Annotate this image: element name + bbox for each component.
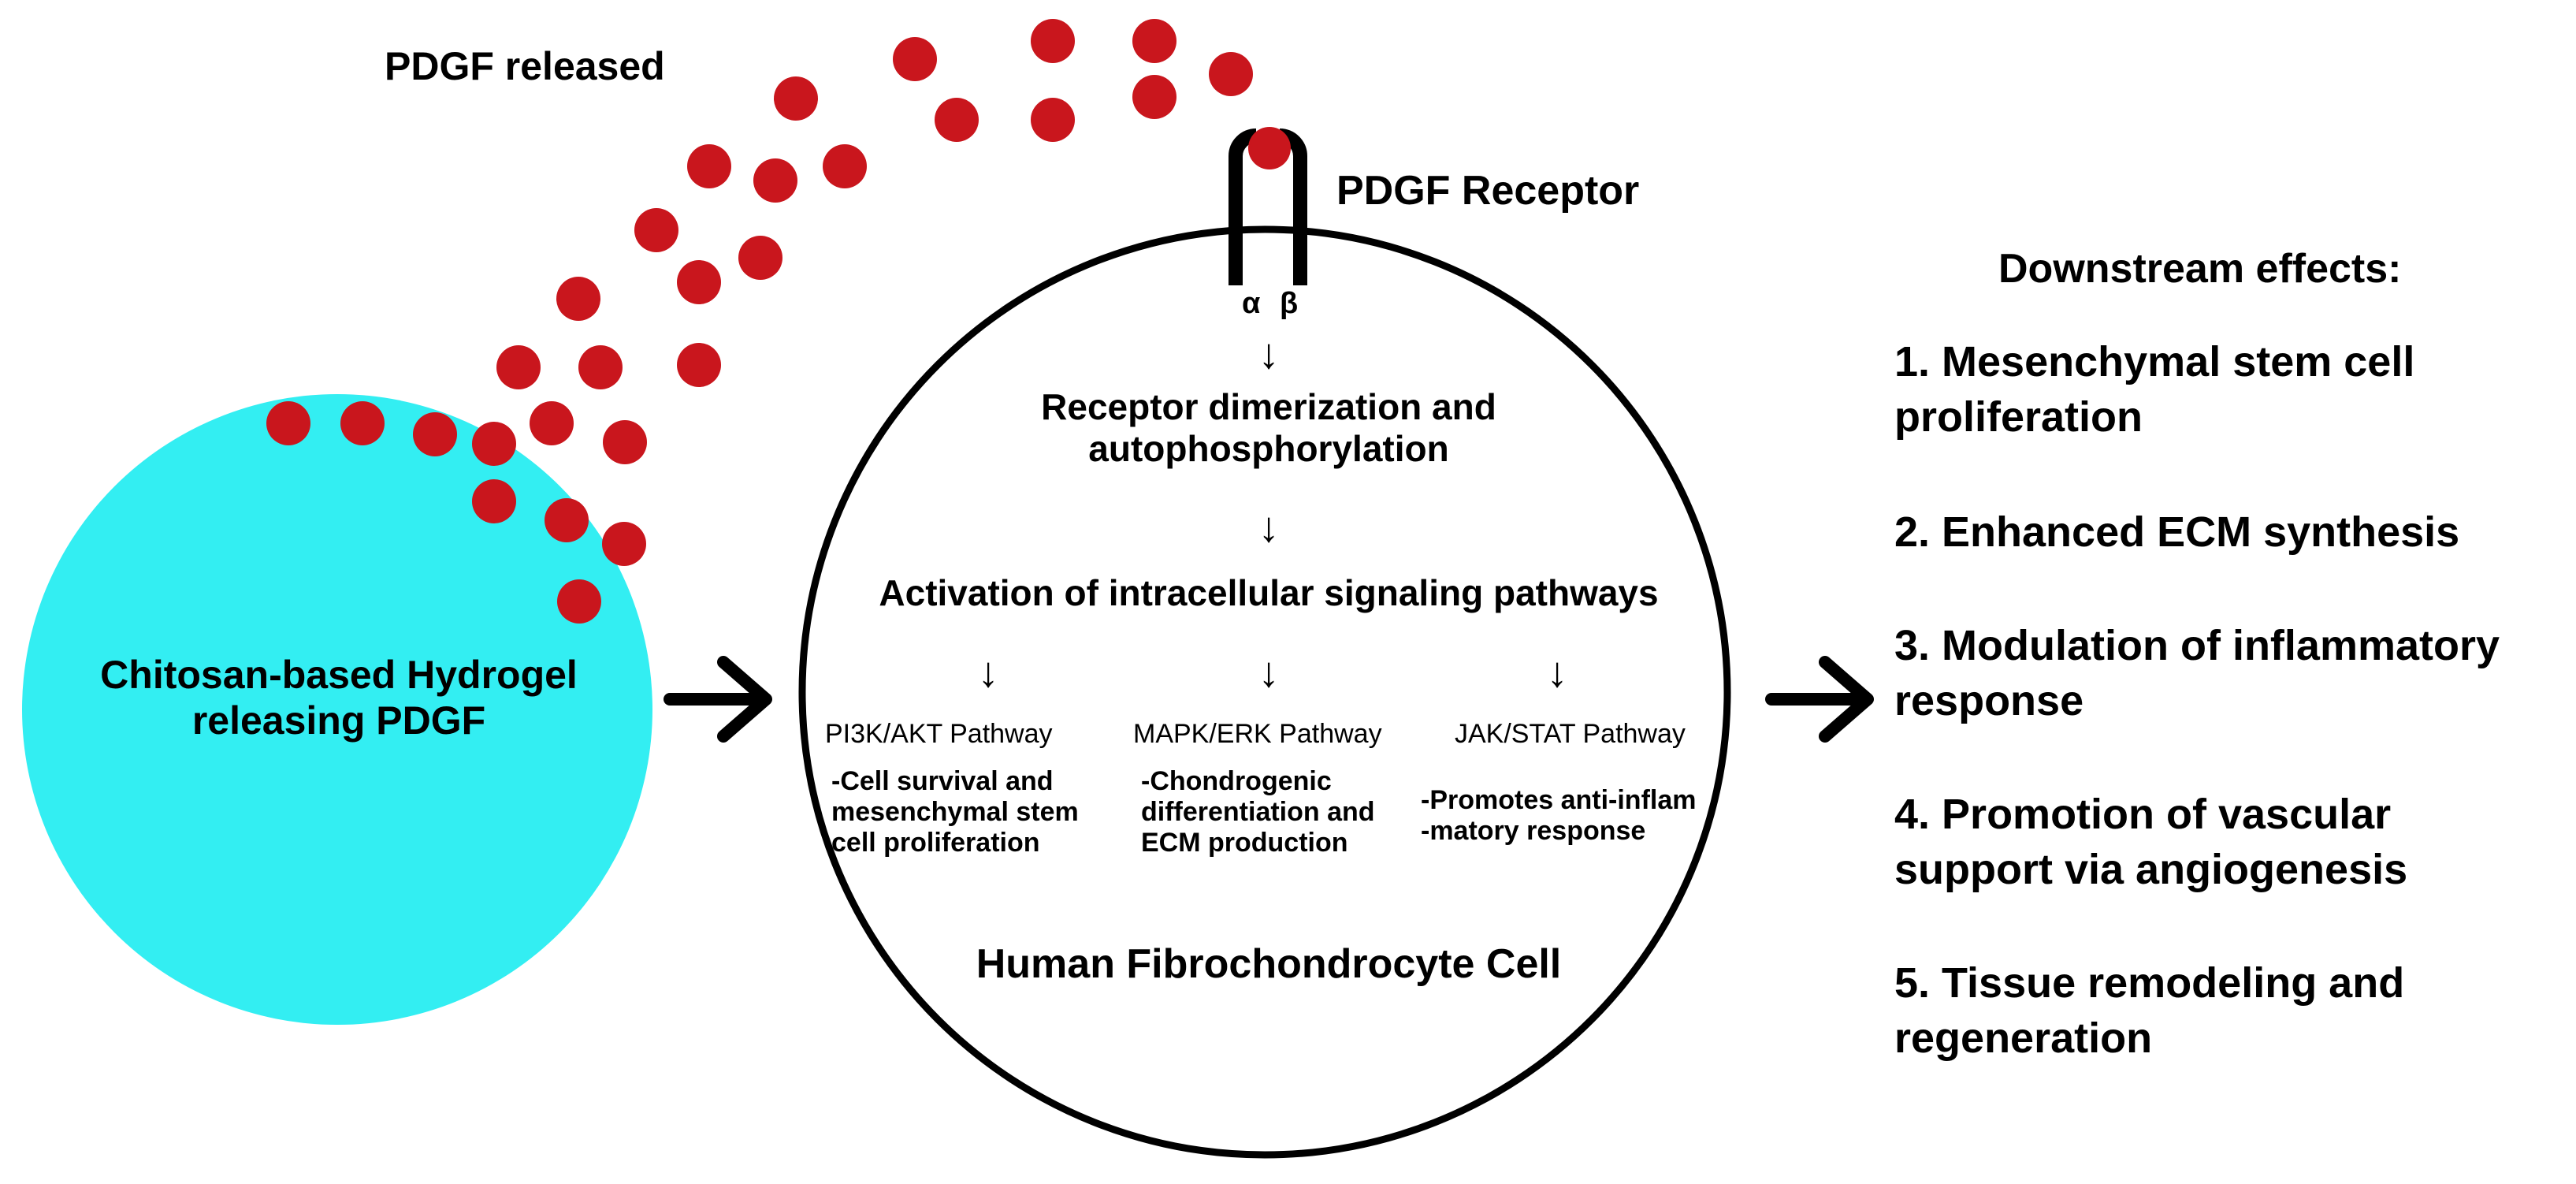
pdgf-particle — [1132, 75, 1176, 119]
pathway-desc-line: -Cell survival and — [831, 766, 1054, 796]
pdgf-particle — [413, 412, 457, 456]
down-arrow: ↓ — [1546, 649, 1568, 696]
pdgf-particle — [1031, 98, 1075, 142]
downstream-item-line: 5. Tissue remodeling and — [1894, 959, 2405, 1007]
pdgf-particle — [603, 420, 647, 464]
hydrogel-label-line1: Chitosan-based Hydrogel — [100, 653, 578, 697]
pathway-desc-line: differentiation and — [1141, 797, 1375, 828]
pdgf-particle — [472, 422, 516, 466]
downstream-item-line: 4. Promotion of vascular — [1894, 791, 2392, 838]
pdgf-particle — [602, 522, 646, 566]
pathway-desc-line: -Chondrogenic — [1141, 766, 1332, 796]
step-receptor-dimerization: Receptor dimerization and autophosphoryl… — [875, 386, 1663, 470]
pdgf-particle — [1209, 52, 1253, 96]
pathway-desc-line: mesenchymal stem — [831, 797, 1079, 828]
pdgf-particle — [893, 37, 937, 81]
bound-pdgf-particle — [1248, 127, 1291, 169]
pathway-desc-jak-stat: -Promotes anti-inflam -matory response — [1421, 785, 1696, 847]
downstream-heading: Downstream effects: — [1998, 246, 2402, 292]
pdgf-particle — [1132, 19, 1176, 63]
down-arrow: ↓ — [1258, 504, 1280, 551]
downstream-item-line: 1. Mesenchymal stem cell — [1894, 338, 2415, 385]
pdgf-particle — [530, 401, 574, 445]
down-arrow: ↓ — [977, 649, 999, 696]
pathway-title-mapk-erk: MAPK/ERK Pathway — [1133, 719, 1382, 749]
beta-subunit-label: β — [1280, 287, 1299, 320]
downstream-item-2: 2. Enhanced ECM synthesis — [1894, 505, 2459, 560]
pdgf-receptor-icon — [1229, 127, 1307, 285]
pdgf-particle — [738, 236, 782, 280]
down-arrow: ↓ — [1258, 330, 1280, 378]
flow-arrow-hydrogel-to-cell — [664, 656, 772, 743]
hydrogel-sphere — [22, 394, 652, 1025]
downstream-item-3: 3. Modulation of inflammatory response — [1894, 618, 2500, 728]
pdgf-particle — [774, 76, 818, 121]
step-pathway-activation: Activation of intracellular signaling pa… — [879, 572, 1659, 613]
downstream-item-line: response — [1894, 677, 2084, 725]
downstream-item-line: 3. Modulation of inflammatory — [1894, 622, 2500, 669]
pdgf-particle — [935, 98, 979, 142]
down-arrow: ↓ — [1258, 649, 1280, 696]
pdgf-particle — [823, 144, 867, 188]
downstream-item-1: 1. Mesenchymal stem cell proliferation — [1894, 334, 2414, 445]
pdgf-receptor-label: PDGF Receptor — [1336, 168, 1640, 214]
pdgf-particle — [557, 579, 601, 624]
pdgf-particle — [545, 498, 589, 542]
hydrogel-label-line2: releasing PDGF — [191, 698, 486, 743]
pdgf-particle — [677, 260, 721, 304]
downstream-item-line: support via angiogenesis — [1894, 846, 2408, 894]
downstream-item-line: proliferation — [1894, 393, 2143, 441]
pdgf-particle — [1031, 19, 1075, 63]
pdgf-particle — [677, 343, 721, 387]
pdgf-released-label: PDGF released — [385, 44, 665, 88]
hydrogel-label: Chitosan-based Hydrogel releasing PDGF — [24, 653, 654, 743]
pdgf-particle — [496, 345, 541, 389]
pathway-title-jak-stat: JAK/STAT Pathway — [1455, 719, 1686, 749]
alpha-subunit-label: α — [1242, 287, 1261, 320]
pdgf-particle — [687, 144, 731, 188]
pdgf-particles — [266, 19, 1253, 624]
pathway-desc-line: -matory response — [1421, 816, 1646, 847]
cell-title: Human Fibrochondrocyte Cell — [976, 941, 1562, 987]
pdgf-particle — [578, 345, 623, 389]
pathway-title-pi3k-akt: PI3K/AKT Pathway — [825, 719, 1053, 749]
pdgf-particle — [340, 401, 385, 445]
pathway-desc-line: -Promotes anti-inflam — [1421, 785, 1697, 815]
pdgf-particle — [634, 208, 678, 252]
pdgf-particle — [753, 158, 797, 203]
flow-arrow-cell-to-effects — [1765, 656, 1874, 743]
step-receptor-dimerization-line1: Receptor dimerization and — [1041, 386, 1496, 427]
downstream-item-line: regeneration — [1894, 1015, 2153, 1063]
cell-membrane — [798, 225, 1731, 1159]
pathway-desc-pi3k-akt: -Cell survival and mesenchymal stem cell… — [831, 766, 1079, 858]
downstream-item-4: 4. Promotion of vascular support via ang… — [1894, 787, 2407, 897]
pathway-desc-line: ECM production — [1141, 828, 1348, 858]
pathway-desc-line: cell proliferation — [831, 828, 1040, 858]
step-receptor-dimerization-line2: autophosphorylation — [1088, 427, 1449, 469]
pdgf-particle — [472, 479, 516, 523]
downstream-item-line: 2. Enhanced ECM synthesis — [1894, 508, 2460, 556]
pdgf-particle — [556, 277, 600, 321]
pathway-desc-mapk-erk: -Chondrogenic differentiation and ECM pr… — [1141, 766, 1375, 858]
pdgf-particle — [266, 401, 310, 445]
downstream-item-5: 5. Tissue remodeling and regeneration — [1894, 955, 2404, 1066]
